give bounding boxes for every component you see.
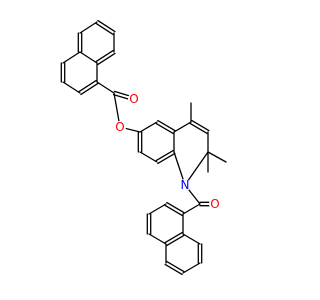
- atom-o-ester: O: [114, 120, 126, 134]
- double-bond: [157, 119, 176, 132]
- double-bond: [97, 19, 116, 33]
- single-bond: [79, 21, 98, 34]
- single-bond: [182, 233, 201, 245]
- double-bond: [97, 52, 116, 66]
- single-bond: [173, 121, 192, 133]
- double-bond: [164, 204, 183, 217]
- double-bond: [155, 149, 174, 162]
- atom-o-ester-label: O: [115, 120, 124, 134]
- single-bond: [207, 151, 227, 163]
- single-bond: [62, 81, 81, 94]
- double-bond: [189, 122, 208, 135]
- single-bond: [184, 151, 209, 186]
- single-bond: [148, 203, 167, 215]
- single-bond: [62, 51, 81, 64]
- single-bond: [182, 262, 201, 274]
- atom-labels-layer: O O N O: [114, 92, 221, 211]
- double-bond: [95, 49, 114, 63]
- atom-n-ring-label: N: [181, 178, 190, 192]
- atom-o-carbonyl-ester: O: [128, 92, 140, 106]
- double-bond: [157, 152, 176, 165]
- double-bond: [78, 79, 97, 93]
- double-bond: [155, 122, 174, 135]
- single-bond: [148, 233, 167, 245]
- single-bond: [139, 151, 158, 163]
- double-bond: [164, 263, 183, 276]
- double-bond: [164, 231, 183, 244]
- molecule-structure: O O N O: [60, 19, 227, 276]
- atom-o-carbonyl-ester-label: O: [129, 92, 138, 106]
- atom-o-amide: O: [209, 197, 221, 211]
- double-bond: [166, 201, 185, 214]
- double-bond: [80, 82, 99, 96]
- atom-n-ring: N: [179, 178, 191, 192]
- double-bond: [95, 22, 114, 36]
- bonds-layer: [60, 19, 227, 276]
- double-bond: [166, 260, 185, 273]
- atom-o-amide-label: O: [210, 197, 219, 211]
- double-bond: [166, 234, 185, 247]
- single-bond: [139, 121, 158, 133]
- double-bond: [191, 119, 210, 132]
- single-bond: [79, 51, 98, 64]
- single-bond: [182, 203, 201, 215]
- single-bond: [96, 81, 115, 94]
